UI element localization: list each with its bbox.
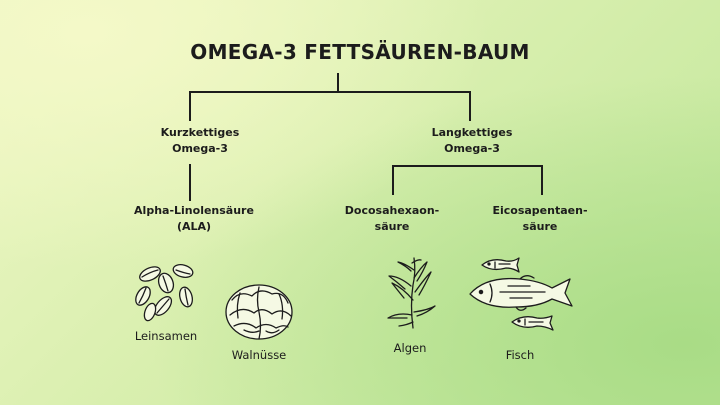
diagram-title: OMEGA-3 FETTSÄUREN-BAUM xyxy=(190,40,530,64)
node-dha: Docosahexaon- säure xyxy=(344,204,440,233)
walnut-icon xyxy=(225,284,293,340)
caption-fish: Fisch xyxy=(505,348,535,362)
caption-walnuts: Walnüsse xyxy=(231,348,287,362)
algae-icon xyxy=(387,257,436,329)
fish-icon xyxy=(469,257,573,331)
caption-algae: Algen xyxy=(393,341,427,355)
node-epa: Eicosapentaen- säure xyxy=(492,204,588,233)
node-short-chain: Kurzkettiges Omega-3 xyxy=(160,126,240,155)
caption-flaxseed: Leinsamen xyxy=(134,329,198,343)
node-ala: Alpha-Linolensäure (ALA) xyxy=(134,204,254,233)
node-long-chain: Langkettiges Omega-3 xyxy=(431,126,513,155)
flaxseed-icon xyxy=(135,264,194,322)
